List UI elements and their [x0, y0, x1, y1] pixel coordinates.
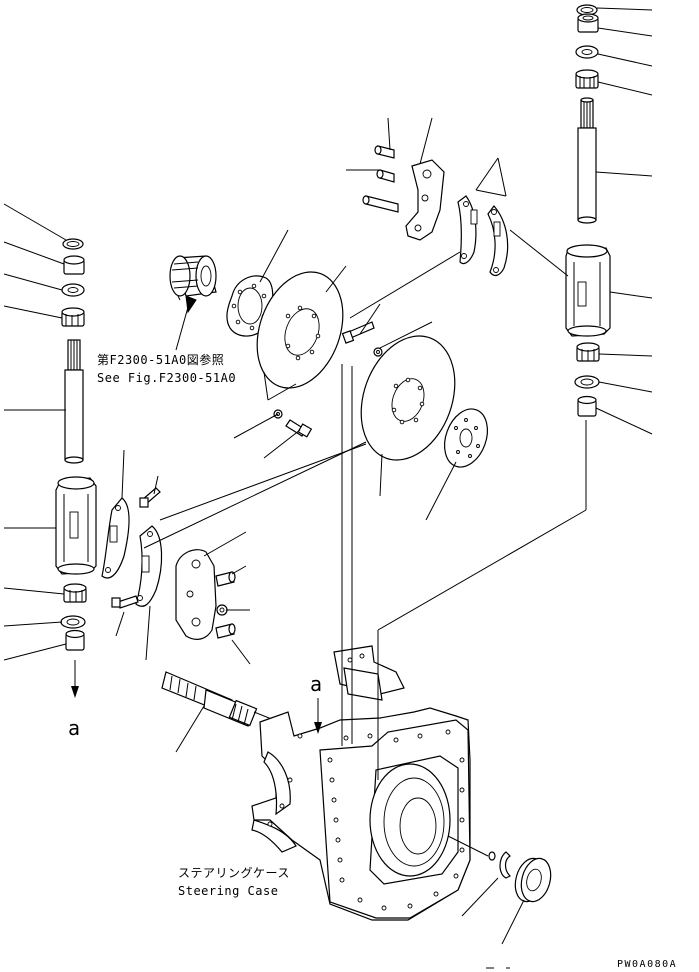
link-plate-left	[175, 549, 217, 640]
washer-left-top	[61, 283, 85, 297]
brake-shoe-left-1	[101, 497, 130, 579]
leader-lines-discs	[159, 229, 461, 521]
arrow-down-case	[314, 698, 322, 734]
brake-disc-1	[256, 271, 344, 389]
washer-right-lower	[574, 375, 600, 389]
bolt-left-lower	[111, 595, 139, 609]
reference-label-jp: 第F2300-51A0図参照	[97, 353, 225, 367]
lever-housing-right	[565, 244, 611, 337]
pin-top-2	[376, 169, 395, 183]
splined-hub	[169, 255, 217, 297]
leader-lines-link-left	[203, 531, 251, 665]
leader-lines-top-pins	[346, 117, 433, 171]
needle-bearing-left-lower	[63, 583, 87, 603]
needle-bearing-right-lower	[576, 342, 600, 362]
splined-shaft	[161, 671, 275, 727]
snap-ring-right	[576, 4, 598, 16]
marker-a-left: a	[68, 716, 81, 740]
leader-lines-shoes-top	[475, 157, 569, 277]
leader-lines-case	[447, 835, 525, 945]
brake-shoe-top-right	[487, 205, 509, 277]
bolt-left-upper	[139, 487, 161, 508]
drawing-code: PW0A080A	[617, 959, 678, 970]
arrow-down-left	[71, 660, 79, 698]
marker-a-top: a	[310, 672, 323, 696]
brake-shoe-top-left	[457, 195, 478, 265]
lever-housing-left	[55, 476, 97, 575]
drive-plate	[443, 408, 489, 468]
leader-lines-left	[3, 203, 67, 661]
washer-small-case	[488, 851, 496, 861]
pin-left-2	[215, 623, 236, 639]
pin-left-1	[215, 571, 236, 587]
bearing-left-top	[63, 255, 85, 275]
case-label-en: Steering Case	[178, 884, 279, 898]
snap-ring-case	[499, 851, 512, 879]
needle-bearing-right	[575, 69, 599, 89]
washer-right-top	[575, 45, 599, 59]
brake-disc-2	[360, 335, 456, 461]
brake-shoe-left-2	[135, 525, 163, 607]
snap-ring-left	[62, 238, 84, 250]
needle-bearing-left	[61, 307, 85, 327]
washer-left-small	[216, 604, 228, 616]
case-label-jp: ステアリングケース	[178, 866, 290, 880]
shaft-right	[577, 97, 597, 224]
link-top	[405, 159, 445, 241]
bushing-right	[577, 395, 597, 417]
bolt-center-2	[285, 419, 313, 438]
reference-arrow	[175, 295, 197, 351]
reference-label-en: See Fig.F2300-51A0	[97, 371, 237, 385]
washer-center-1	[373, 347, 383, 357]
pin-top-1	[374, 145, 395, 159]
leader-lines-right	[595, 7, 653, 435]
bolt-center-1	[341, 321, 375, 344]
bearing-right-top	[577, 13, 599, 33]
routing-lines	[143, 364, 587, 780]
bearing-case	[514, 857, 552, 903]
shaft-left	[64, 339, 84, 464]
leader-lines-left-shoes	[115, 449, 159, 661]
bushing-left	[65, 629, 85, 651]
leader-line-shaft	[175, 705, 205, 753]
pin-top-3	[362, 195, 399, 213]
washer-left-lower	[60, 615, 86, 629]
